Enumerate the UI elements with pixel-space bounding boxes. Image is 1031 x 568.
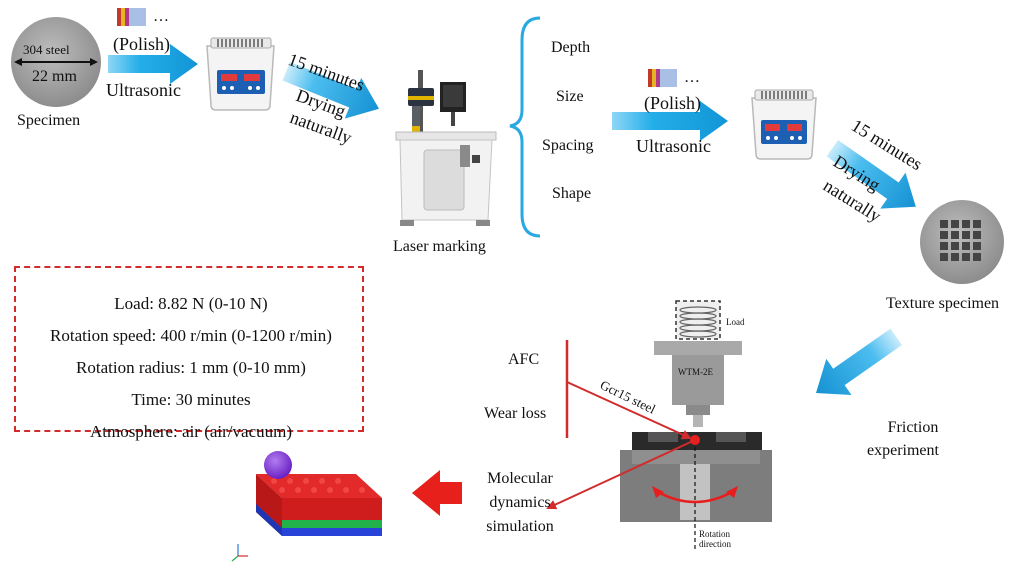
md-line2: dynamics — [489, 494, 551, 511]
parameter-brace — [509, 16, 541, 238]
specimen-diameter: 22 mm — [32, 68, 77, 85]
specimen-label: Specimen — [17, 112, 81, 129]
ultrasonic-cleaner-icon — [206, 37, 275, 111]
friction-line1: Friction — [887, 419, 939, 436]
rotation-label-2: direction — [699, 539, 731, 549]
friction-line2: experiment — [867, 442, 939, 459]
condition-rotation-speed: Rotation speed: 400 r/min (0-1200 r/min) — [50, 326, 332, 345]
specimen-disc-icon — [11, 17, 101, 107]
tester-to-md-arrow — [546, 439, 696, 510]
polish-label-1: (Polish) — [113, 34, 171, 54]
polish-dots-1: … — [153, 8, 169, 25]
polish-dots-2: … — [684, 69, 700, 86]
ultrasonic-cleaner-icon-2 — [751, 89, 817, 160]
rotation-label-1: Rotation — [699, 529, 730, 539]
md-line1: Molecular — [487, 470, 553, 487]
polishing-paper-icon-2 — [648, 69, 677, 87]
polishing-paper-icon — [117, 8, 146, 26]
output-bracket — [565, 340, 692, 440]
md-line3: simulation — [486, 518, 554, 535]
tester-load-label: Load — [726, 317, 745, 327]
laser-marking-machine-icon — [395, 70, 497, 226]
md-slab-icon — [231, 451, 382, 562]
laser-label: Laser marking — [393, 238, 486, 255]
ultrasonic-label-2: Ultrasonic — [636, 136, 711, 156]
param-depth: Depth — [551, 39, 591, 56]
process-arrow-3 — [612, 101, 728, 141]
condition-rotation-radius: Rotation radius: 1 mm (0-10 mm) — [76, 358, 306, 377]
md-arrow — [412, 470, 462, 516]
textured-disc-icon — [920, 200, 1004, 284]
process-arrow-2 — [282, 62, 379, 119]
specimen-material: 304 steel — [23, 42, 70, 57]
test-conditions-box: Load: 8.82 N (0-10 N) Rotation speed: 40… — [14, 266, 364, 440]
condition-time: Time: 30 minutes — [131, 390, 251, 409]
condition-load: Load: 8.82 N (0-10 N) — [114, 294, 268, 313]
texture-label: Texture specimen — [886, 295, 1000, 312]
process-arrow-1 — [108, 44, 198, 84]
param-shape: Shape — [552, 185, 592, 202]
output-afc: AFC — [508, 351, 540, 368]
condition-atmosphere: Atmosphere: air (air/vacuum) — [89, 422, 293, 441]
polish-label-2: (Polish) — [644, 93, 702, 113]
output-wear-loss: Wear loss — [484, 405, 547, 422]
tester-model-label: WTM-2E — [678, 367, 713, 377]
friction-tester-icon — [620, 300, 772, 550]
param-size: Size — [556, 88, 584, 105]
param-spacing: Spacing — [542, 137, 594, 154]
process-arrow-4 — [826, 140, 916, 209]
ultrasonic-label-1: Ultrasonic — [106, 80, 181, 100]
process-arrow-5 — [815, 328, 902, 395]
